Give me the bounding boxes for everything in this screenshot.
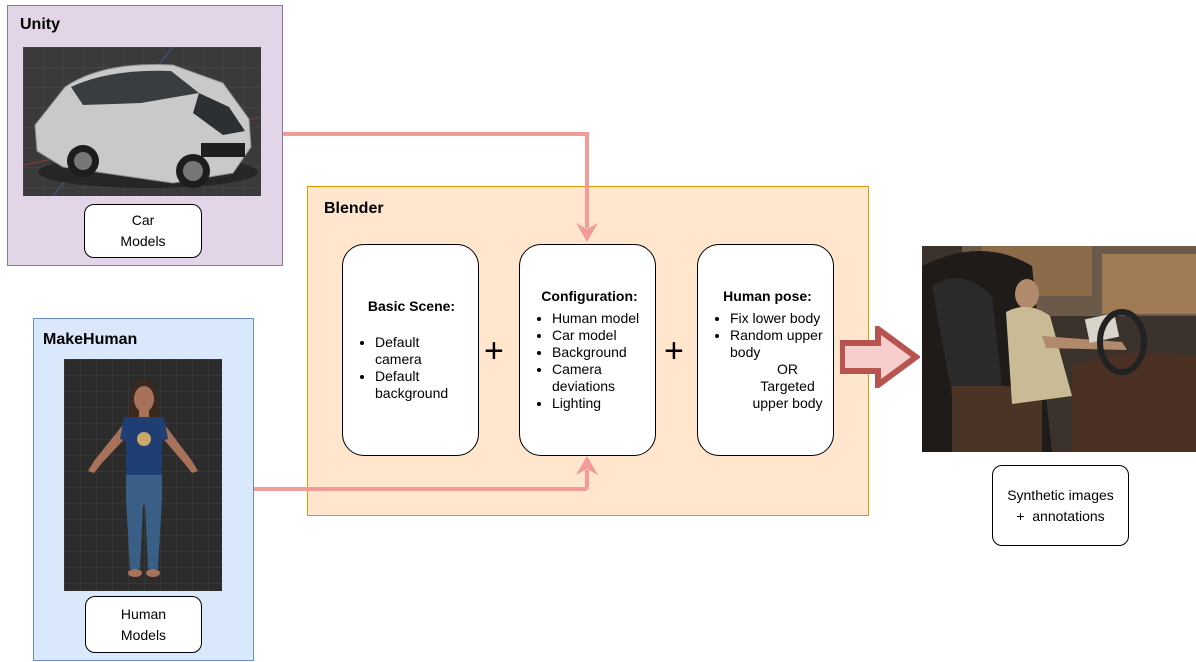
basic-scene-item: Default camera (375, 334, 468, 368)
configuration-list: Human model Car model Background Camera … (532, 310, 647, 412)
plus-sign: + (484, 332, 504, 370)
human-models-label-line2: Models (120, 626, 167, 643)
output-arrow (840, 326, 920, 388)
synthetic-output-label-line1: Synthetic images (1007, 486, 1114, 503)
human-model-image (64, 359, 222, 591)
human-pose-card: Human pose: Fix lower body Random upper … (697, 244, 834, 456)
synthetic-output-card: Synthetic images + annotations (992, 465, 1129, 546)
configuration-item: Car model (552, 327, 647, 344)
car-render-image (23, 47, 261, 196)
configuration-item: Human model (552, 310, 647, 327)
human-pose-item: Targeted upper body (752, 378, 823, 411)
human-models-label-line1: Human (120, 605, 167, 622)
configuration-item: Background (552, 344, 647, 361)
human-pose-list: Fix lower body Random upper body OR Targ… (710, 310, 825, 412)
unity-title: Unity (20, 16, 60, 33)
configuration-card: Configuration: Human model Car model Bac… (519, 244, 656, 456)
synthetic-car-interior-image (922, 246, 1196, 452)
basic-scene-list: Default camera Default background (355, 334, 468, 402)
basic-scene-title: Basic Scene: (367, 298, 456, 314)
configuration-item: Lighting (552, 395, 647, 412)
car-models-card: Car Models (84, 204, 202, 258)
synthetic-output-label-line2: + annotations (1016, 507, 1105, 524)
plus-sign: + (664, 332, 684, 370)
basic-scene-card: Basic Scene: Default camera Default back… (342, 244, 479, 456)
makehuman-title: MakeHuman (43, 331, 138, 348)
human-pose-item: Random upper body (730, 327, 825, 361)
basic-scene-item: Default background (375, 368, 468, 402)
configuration-item: Camera deviations (552, 361, 647, 395)
human-pose-or: OR (777, 361, 798, 377)
human-pose-item: Fix lower body (730, 310, 825, 327)
car-models-label-line2: Models (120, 233, 166, 249)
configuration-title: Configuration: (541, 288, 638, 304)
human-models-card: Human Models (85, 596, 202, 653)
blender-title: Blender (324, 200, 384, 217)
human-pose-title: Human pose: (723, 288, 812, 304)
car-models-label-line1: Car (131, 212, 155, 228)
